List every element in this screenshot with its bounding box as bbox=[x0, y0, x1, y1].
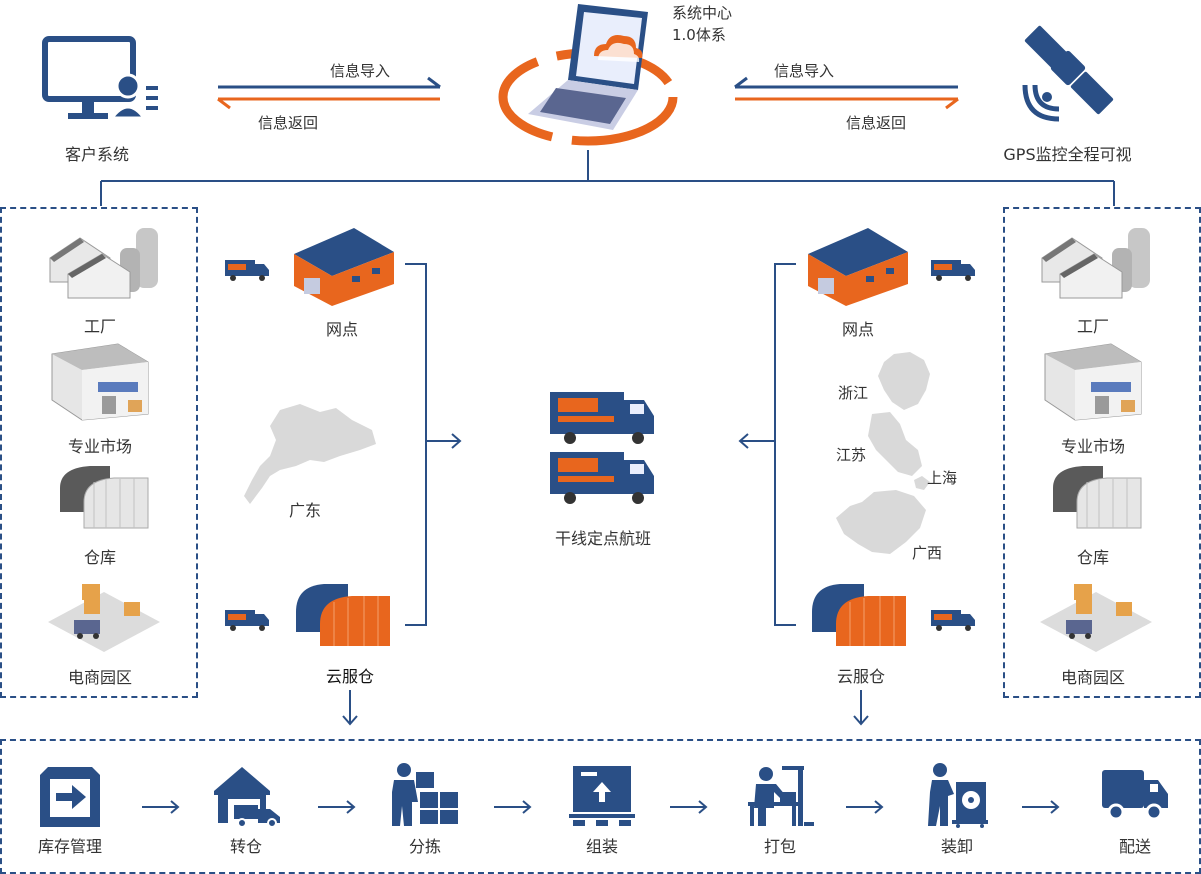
ecommerce-park-icon bbox=[48, 584, 160, 652]
process-step-label: 转仓 bbox=[229, 837, 262, 856]
zhejiang-map bbox=[878, 352, 930, 410]
map-label-jiangsu: 江苏 bbox=[836, 446, 867, 464]
process-step-label: 分拣 bbox=[408, 837, 441, 856]
right-item-label: 工厂 bbox=[1076, 317, 1109, 336]
transfer-warehouse-icon bbox=[214, 767, 280, 828]
loading-worker-icon bbox=[928, 763, 988, 828]
system-center-version: 1.0体系 bbox=[672, 26, 726, 44]
factory-icon bbox=[49, 228, 158, 299]
left-item-label: 专业市场 bbox=[67, 437, 132, 456]
left-outlet-label: 网点 bbox=[325, 320, 358, 339]
right-item-label: 专业市场 bbox=[1060, 437, 1125, 456]
gps-monitor-label: GPS监控全程可视 bbox=[1003, 145, 1132, 164]
system-center-title: 系统中心 bbox=[672, 4, 733, 22]
map-label-zhejiang: 浙江 bbox=[838, 384, 869, 402]
arrow-right-icon bbox=[670, 800, 708, 814]
left-info-import-label: 信息导入 bbox=[330, 62, 391, 80]
cloud-warehouse-icon bbox=[296, 584, 390, 646]
monitor-user-icon bbox=[42, 36, 158, 120]
small-truck-icon bbox=[931, 260, 975, 281]
process-step-label: 库存管理 bbox=[37, 837, 102, 856]
arrow-right-icon bbox=[494, 800, 532, 814]
inventory-icon bbox=[40, 767, 100, 827]
small-truck-icon bbox=[225, 610, 269, 631]
assembly-box-icon bbox=[569, 766, 635, 826]
cloud-laptop-icon bbox=[498, 4, 678, 146]
left-item-label: 仓库 bbox=[83, 548, 116, 567]
arrow-right-icon bbox=[318, 800, 356, 814]
left-info-return-label: 信息返回 bbox=[258, 114, 319, 132]
small-truck-icon bbox=[225, 260, 269, 281]
market-building-icon bbox=[51, 343, 149, 421]
guangdong-map bbox=[244, 404, 376, 504]
cloud-warehouse-icon bbox=[812, 584, 906, 646]
right-source-panel bbox=[1003, 207, 1201, 698]
process-step-label: 组装 bbox=[585, 837, 618, 856]
arrow-right-icon bbox=[1022, 800, 1060, 814]
process-step-label: 打包 bbox=[763, 837, 796, 856]
satellite-icon bbox=[1022, 25, 1114, 122]
right-outlet-label: 网点 bbox=[841, 320, 874, 339]
warehouse-icon bbox=[1053, 466, 1142, 529]
warehouse-icon bbox=[60, 466, 149, 529]
factory-icon bbox=[1041, 228, 1150, 299]
small-truck-icon bbox=[931, 610, 975, 631]
guangxi-map bbox=[836, 490, 926, 554]
shanghai-map bbox=[914, 476, 930, 490]
sorting-worker-icon bbox=[392, 763, 458, 826]
trunk-truck-icon bbox=[550, 452, 654, 504]
process-panel bbox=[0, 739, 1201, 874]
packing-worker-icon bbox=[748, 766, 814, 826]
guangdong-label: 广东 bbox=[288, 501, 321, 520]
customer-system-label: 客户系统 bbox=[64, 145, 129, 164]
trunk-line-label: 干线定点航班 bbox=[554, 529, 651, 548]
map-label-shanghai: 上海 bbox=[927, 469, 958, 487]
arrow-right-icon bbox=[142, 800, 180, 814]
right-info-import-label: 信息导入 bbox=[774, 62, 835, 80]
right-item-label: 电商园区 bbox=[1060, 668, 1125, 687]
arrow-right-icon bbox=[846, 800, 884, 814]
right-info-return-label: 信息返回 bbox=[846, 114, 907, 132]
left-item-label: 工厂 bbox=[83, 317, 116, 336]
process-step-label: 装卸 bbox=[940, 837, 973, 856]
left-source-panel bbox=[0, 207, 198, 698]
left-cloud-warehouse-label: 云服仓 bbox=[325, 667, 374, 686]
outlet-building-icon bbox=[808, 228, 908, 306]
trunk-truck-icon bbox=[550, 392, 654, 444]
right-cloud-warehouse-label: 云服仓 bbox=[836, 667, 885, 686]
left-item-label: 电商园区 bbox=[67, 668, 132, 687]
right-item-label: 仓库 bbox=[1076, 548, 1109, 567]
jiangsu-map bbox=[868, 412, 922, 476]
map-label-guangxi: 广西 bbox=[912, 544, 943, 562]
outlet-building-icon bbox=[294, 228, 394, 306]
delivery-truck-icon bbox=[1102, 770, 1168, 821]
market-building-icon bbox=[1044, 343, 1142, 421]
ecommerce-park-icon bbox=[1040, 584, 1152, 652]
process-step-label: 配送 bbox=[1118, 837, 1151, 856]
